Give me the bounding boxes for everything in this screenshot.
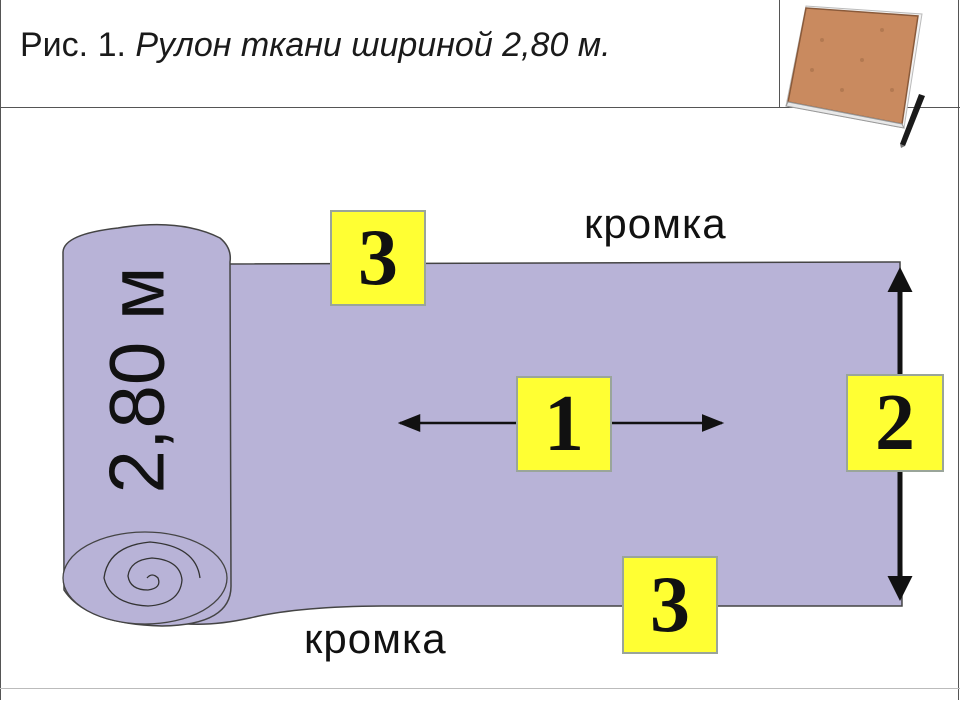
roll-end (62, 531, 228, 625)
left-border (0, 0, 1, 700)
notebook-left-border (779, 0, 780, 107)
figure-caption: Рис. 1. Рулон ткани шириной 2,80 м. (20, 26, 611, 65)
caption-prefix: Рис. 1. (20, 26, 126, 64)
top-divider (0, 107, 960, 108)
roll-spiral (103, 541, 201, 607)
marker-center: 1 (516, 376, 612, 472)
caption-text: Рулон ткани шириной 2,80 м. (135, 26, 611, 64)
marker-edge-bottom: 3 (622, 556, 718, 654)
marker-edge-top: 3 (330, 210, 426, 306)
marker-width: 2 (846, 374, 944, 472)
fabric-roll (62, 223, 232, 627)
roll-width-label: 2,80 м (92, 266, 181, 494)
notebook-with-pen-icon (785, 5, 925, 148)
right-border (958, 0, 959, 700)
bottom-border (0, 688, 960, 689)
edge-label-top: кромка (584, 200, 727, 247)
edge-label-bottom: кромка (304, 615, 447, 662)
